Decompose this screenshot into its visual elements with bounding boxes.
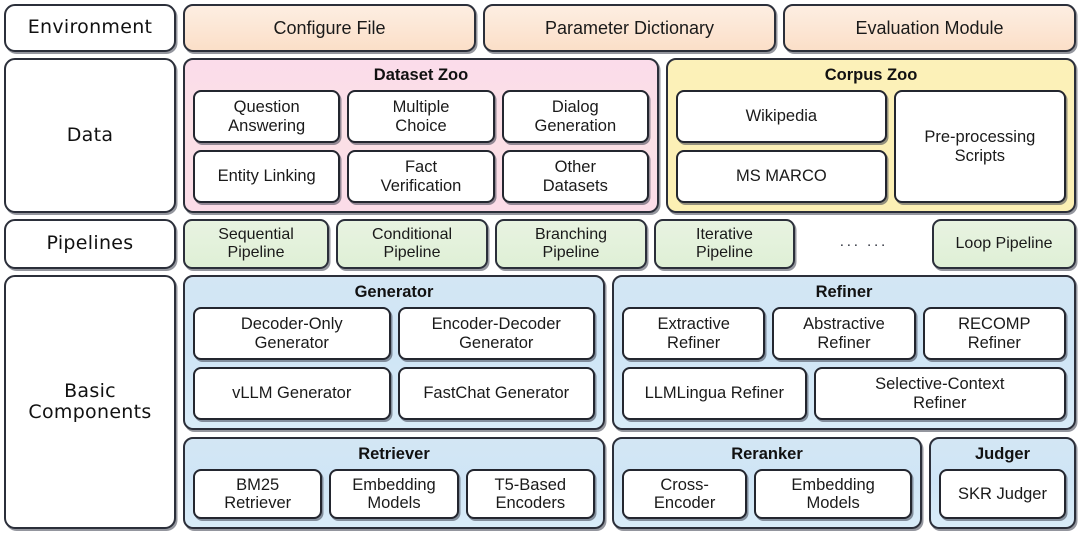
group-judger: Judger SKR Judger xyxy=(929,437,1076,529)
refiner-llmlingua[interactable]: LLMLingua Refiner xyxy=(622,367,807,420)
pipeline-loop[interactable]: Loop Pipeline xyxy=(932,219,1076,269)
env-item-evaluation-module[interactable]: Evaluation Module xyxy=(783,4,1076,52)
judger-row-1: SKR Judger xyxy=(939,469,1066,519)
environment-row: Environment Configure File Parameter Dic… xyxy=(4,4,1076,52)
rail-label-data: Data xyxy=(4,58,176,213)
generator-fastchat[interactable]: FastChat Generator xyxy=(397,367,595,420)
judger-body: SKR Judger xyxy=(939,469,1066,519)
group-title-retriever: Retriever xyxy=(358,445,430,463)
rail-label-pipelines: Pipelines xyxy=(4,219,176,269)
env-item-configure-file[interactable]: Configure File xyxy=(183,4,476,52)
corpus-wikipedia[interactable]: Wikipedia xyxy=(676,90,887,143)
generator-row-2: vLLM Generator FastChat Generator xyxy=(193,367,595,420)
corpus-zoo-left-stack: Wikipedia MS MARCO xyxy=(676,90,887,203)
corpus-ms-marco[interactable]: MS MARCO xyxy=(676,150,887,203)
group-title-dataset-zoo: Dataset Zoo xyxy=(373,66,469,84)
group-title-corpus-zoo: Corpus Zoo xyxy=(824,66,918,84)
judger-skr[interactable]: SKR Judger xyxy=(939,469,1066,519)
group-title-reranker: Reranker xyxy=(731,445,803,463)
rail-label-environment: Environment xyxy=(4,4,176,52)
reranker-cross-encoder[interactable]: Cross-Encoder xyxy=(622,469,748,519)
group-title-generator: Generator xyxy=(354,283,434,301)
group-corpus-zoo: Corpus Zoo Wikipedia MS MARCO Pre-proces… xyxy=(666,58,1076,213)
env-item-parameter-dictionary[interactable]: Parameter Dictionary xyxy=(483,4,776,52)
group-title-refiner: Refiner xyxy=(815,283,873,301)
generator-vllm[interactable]: vLLM Generator xyxy=(193,367,391,420)
pipelines-ellipsis: ··· ··· xyxy=(839,235,888,253)
dataset-entity-linking[interactable]: Entity Linking xyxy=(193,150,341,203)
group-title-judger: Judger xyxy=(974,445,1030,463)
